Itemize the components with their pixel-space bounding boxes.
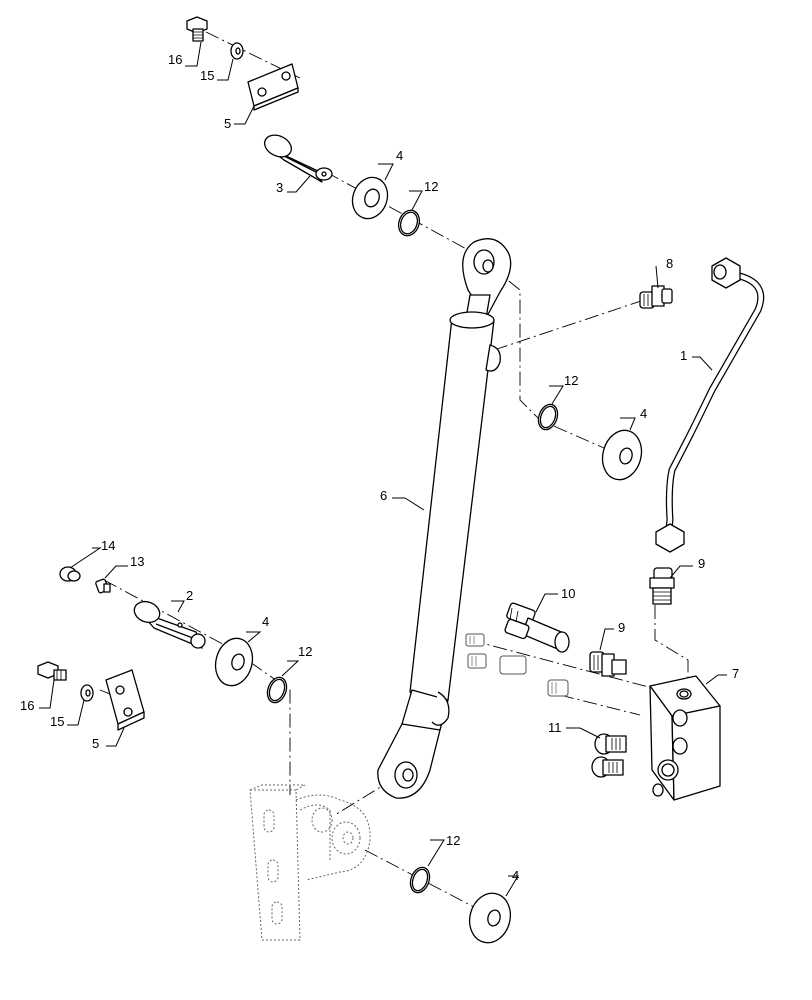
callout-4-mid: 4: [640, 406, 647, 421]
fitting-13: [95, 578, 111, 594]
plug-11: [591, 733, 627, 778]
callout-12-left: 12: [298, 644, 312, 659]
leader-lines: [39, 41, 727, 897]
hydraulic-tube-1: [655, 257, 765, 553]
optional-fittings: [465, 633, 569, 697]
fitting-9-mid: [589, 651, 627, 677]
callout-2: 2: [186, 588, 193, 603]
plate-5-top: [247, 63, 299, 111]
callout-9-top: 9: [698, 556, 705, 571]
hydraulic-cylinder-6: [377, 238, 512, 799]
callout-1: 1: [680, 348, 687, 363]
mounting-bracket-ghost: [249, 784, 371, 941]
callout-15-top: 15: [200, 68, 214, 83]
callout-8: 8: [666, 256, 673, 271]
callout-12-top: 12: [424, 179, 438, 194]
bolt-16-bottom: [37, 661, 67, 681]
oring-12-mid: [537, 403, 559, 431]
washer-4-bottom: [468, 892, 512, 944]
oring-12-bottom: [409, 866, 431, 894]
callout-12-mid: 12: [564, 373, 578, 388]
washer-15-top: [230, 42, 244, 60]
callout-5-top: 5: [224, 116, 231, 131]
tee-fitting-10: [504, 602, 570, 653]
pin-2: [133, 600, 206, 649]
callout-16-bottom: 16: [20, 698, 34, 713]
valve-block-7: [649, 675, 721, 801]
callout-4-bottom: 4: [512, 868, 519, 883]
callout-4-left: 4: [262, 614, 269, 629]
pin-3: [263, 134, 333, 183]
fitting-9-top: [649, 567, 675, 605]
callout-7: 7: [732, 666, 739, 681]
callout-16-top: 16: [168, 52, 182, 67]
callout-15-bottom: 15: [50, 714, 64, 729]
callout-6: 6: [380, 488, 387, 503]
callout-3: 3: [276, 180, 283, 195]
callout-14: 14: [101, 538, 115, 553]
plate-5-bottom: [105, 669, 145, 731]
bolt-16-top: [186, 16, 208, 42]
callout-11: 11: [548, 720, 562, 735]
washer-4-mid: [601, 429, 643, 481]
oring-12-top: [397, 209, 421, 237]
washer-4-top: [351, 176, 389, 220]
callout-9-mid: 9: [618, 620, 625, 635]
callout-12-bottom: 12: [446, 833, 460, 848]
callout-13: 13: [130, 554, 144, 569]
clip-14: [59, 566, 81, 582]
oring-12-left: [266, 676, 288, 704]
fitting-8: [639, 285, 673, 309]
washer-15-bottom: [80, 684, 94, 702]
callout-4-top: 4: [396, 148, 403, 163]
assembly-centerlines: [99, 31, 689, 919]
callout-labels: 16 15 5 3 4 12 8 1 12 4 6 14 13 2 4 12 1…: [20, 52, 739, 883]
callout-5-bottom: 5: [92, 736, 99, 751]
washer-4-left: [214, 637, 254, 687]
callout-10: 10: [561, 586, 575, 601]
